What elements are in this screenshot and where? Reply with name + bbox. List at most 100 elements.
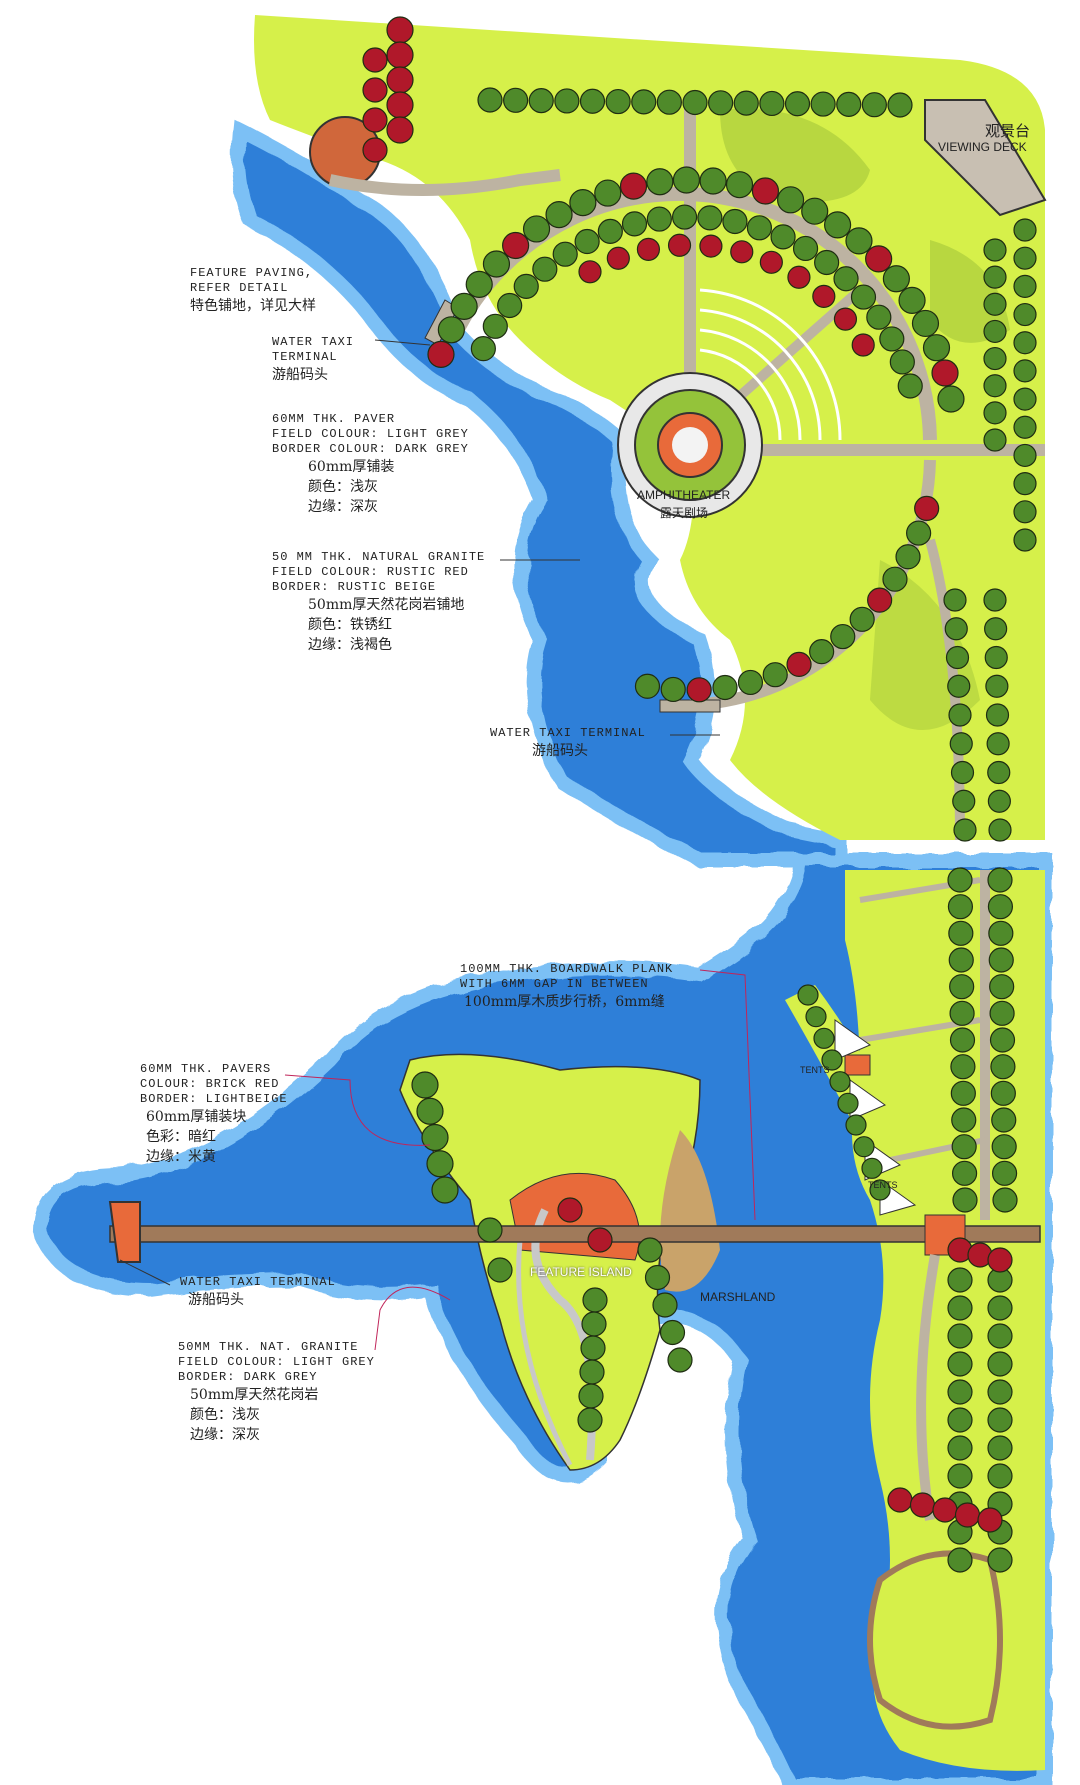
- green-tree: [947, 1379, 973, 1405]
- green-tree: [850, 284, 877, 310]
- green-tree: [849, 606, 875, 632]
- green-tree: [987, 789, 1011, 813]
- green-tree: [889, 349, 915, 375]
- green-tree: [983, 346, 1007, 371]
- green-tree: [952, 1187, 978, 1213]
- green-tree: [569, 189, 597, 217]
- green-tree: [987, 1351, 1013, 1377]
- top-plan: [231, 15, 1047, 867]
- green-tree: [574, 228, 600, 255]
- viewing-deck-cn-label: 观景台: [985, 123, 1031, 140]
- note-granite-50b-cn1: 50mm厚天然花岗岩: [190, 1387, 319, 1403]
- note-paver-60-en2: FIELD COLOUR: LIGHT GREY: [272, 427, 469, 441]
- green-tree: [949, 1000, 975, 1026]
- red-tree: [587, 1227, 613, 1253]
- green-tree: [528, 88, 554, 114]
- bottom-plan: [32, 853, 1052, 1785]
- note-water-taxi-2: WATER TAXI TERMINAL 游船码头: [490, 726, 646, 761]
- green-tree: [1013, 415, 1037, 439]
- note-pavers-60-en3: BORDER: LIGHTBEIGE: [140, 1092, 288, 1106]
- green-tree: [987, 1407, 1013, 1433]
- green-tree: [987, 760, 1011, 785]
- note-boardwalk-en1: 100MM THK. BOARDWALK PLANK: [460, 962, 674, 976]
- green-tree: [990, 1054, 1016, 1080]
- red-tree: [386, 16, 414, 44]
- red-tree: [362, 47, 388, 73]
- note-granite-50-cn1: 50mm厚天然花岗岩铺地: [308, 597, 465, 613]
- green-tree: [1013, 359, 1037, 383]
- green-tree: [950, 1054, 976, 1080]
- green-tree: [951, 1107, 977, 1133]
- green-tree: [1013, 387, 1037, 411]
- green-tree: [708, 90, 734, 116]
- green-tree: [949, 1027, 976, 1053]
- tents-label-2: TENTS: [868, 1180, 898, 1190]
- note-granite-50b-cn2: 颜色：浅灰: [190, 1407, 260, 1423]
- green-tree: [823, 211, 852, 239]
- green-tree: [667, 1347, 693, 1373]
- green-tree: [898, 286, 926, 314]
- red-tree: [619, 172, 648, 200]
- green-tree: [1013, 443, 1037, 468]
- note-water-taxi-1-cn: 游船码头: [272, 367, 328, 383]
- green-tree: [895, 544, 921, 570]
- green-tree: [988, 947, 1014, 973]
- red-tree: [987, 1247, 1013, 1273]
- red-tree: [386, 116, 414, 144]
- note-pavers-60-cn3: 边缘：米黄: [146, 1149, 216, 1165]
- green-tree: [770, 224, 796, 250]
- note-paver-60-en1: 60MM THK. PAVER: [272, 412, 396, 426]
- green-tree: [1013, 500, 1037, 524]
- green-tree: [947, 867, 973, 893]
- note-paver-60-cn1: 60mm厚铺装: [308, 459, 395, 475]
- green-tree: [431, 1176, 459, 1204]
- green-tree: [989, 974, 1015, 1000]
- green-tree: [597, 218, 623, 244]
- green-tree: [554, 88, 580, 114]
- green-tree: [522, 215, 551, 243]
- green-tree: [477, 1217, 503, 1243]
- note-water-taxi-1-en1: WATER TAXI: [272, 335, 355, 349]
- red-tree: [386, 41, 414, 69]
- green-tree: [985, 674, 1009, 698]
- green-tree: [762, 662, 788, 688]
- green-tree: [991, 1134, 1017, 1160]
- green-tree: [1013, 528, 1037, 552]
- green-tree: [829, 1071, 851, 1093]
- note-pavers-60-en2: COLOUR: BRICK RED: [140, 1077, 280, 1091]
- note-granite-50b-en2: FIELD COLOUR: LIGHT GREY: [178, 1355, 375, 1369]
- green-tree: [987, 1463, 1013, 1489]
- green-tree: [983, 588, 1007, 612]
- red-tree: [578, 260, 602, 284]
- note-feature-paving-cn: 特色铺地，详见大样: [190, 298, 316, 314]
- red-tree: [931, 359, 959, 387]
- bottom-garden: [867, 1550, 1003, 1730]
- feature-island: [399, 1053, 701, 1471]
- green-tree: [987, 1295, 1013, 1321]
- green-tree: [577, 1407, 603, 1433]
- green-tree: [733, 90, 759, 116]
- green-tree: [784, 91, 811, 117]
- green-tree: [947, 1547, 973, 1573]
- green-tree: [947, 894, 974, 920]
- note-water-taxi-1: WATER TAXI TERMINAL 游船码头: [272, 335, 354, 385]
- green-tree: [948, 703, 972, 727]
- green-tree: [646, 168, 674, 196]
- green-tree: [845, 1114, 867, 1136]
- green-tree: [426, 1150, 454, 1178]
- note-pavers-60-en1: 60MM THK. PAVERS: [140, 1062, 272, 1076]
- green-tree: [837, 1092, 859, 1114]
- green-tree: [882, 566, 908, 592]
- green-tree: [1013, 218, 1037, 242]
- green-tree: [897, 373, 923, 399]
- green-tree: [984, 617, 1008, 641]
- green-tree: [987, 867, 1013, 893]
- green-tree: [983, 319, 1007, 344]
- tree-canopy-top: [362, 16, 1037, 842]
- green-tree: [579, 1359, 605, 1385]
- green-tree: [545, 201, 573, 229]
- amphitheater-cn-label: 露天剧场: [660, 506, 709, 520]
- green-tree: [712, 674, 738, 701]
- green-tree: [947, 674, 971, 698]
- green-tree: [947, 1463, 973, 1489]
